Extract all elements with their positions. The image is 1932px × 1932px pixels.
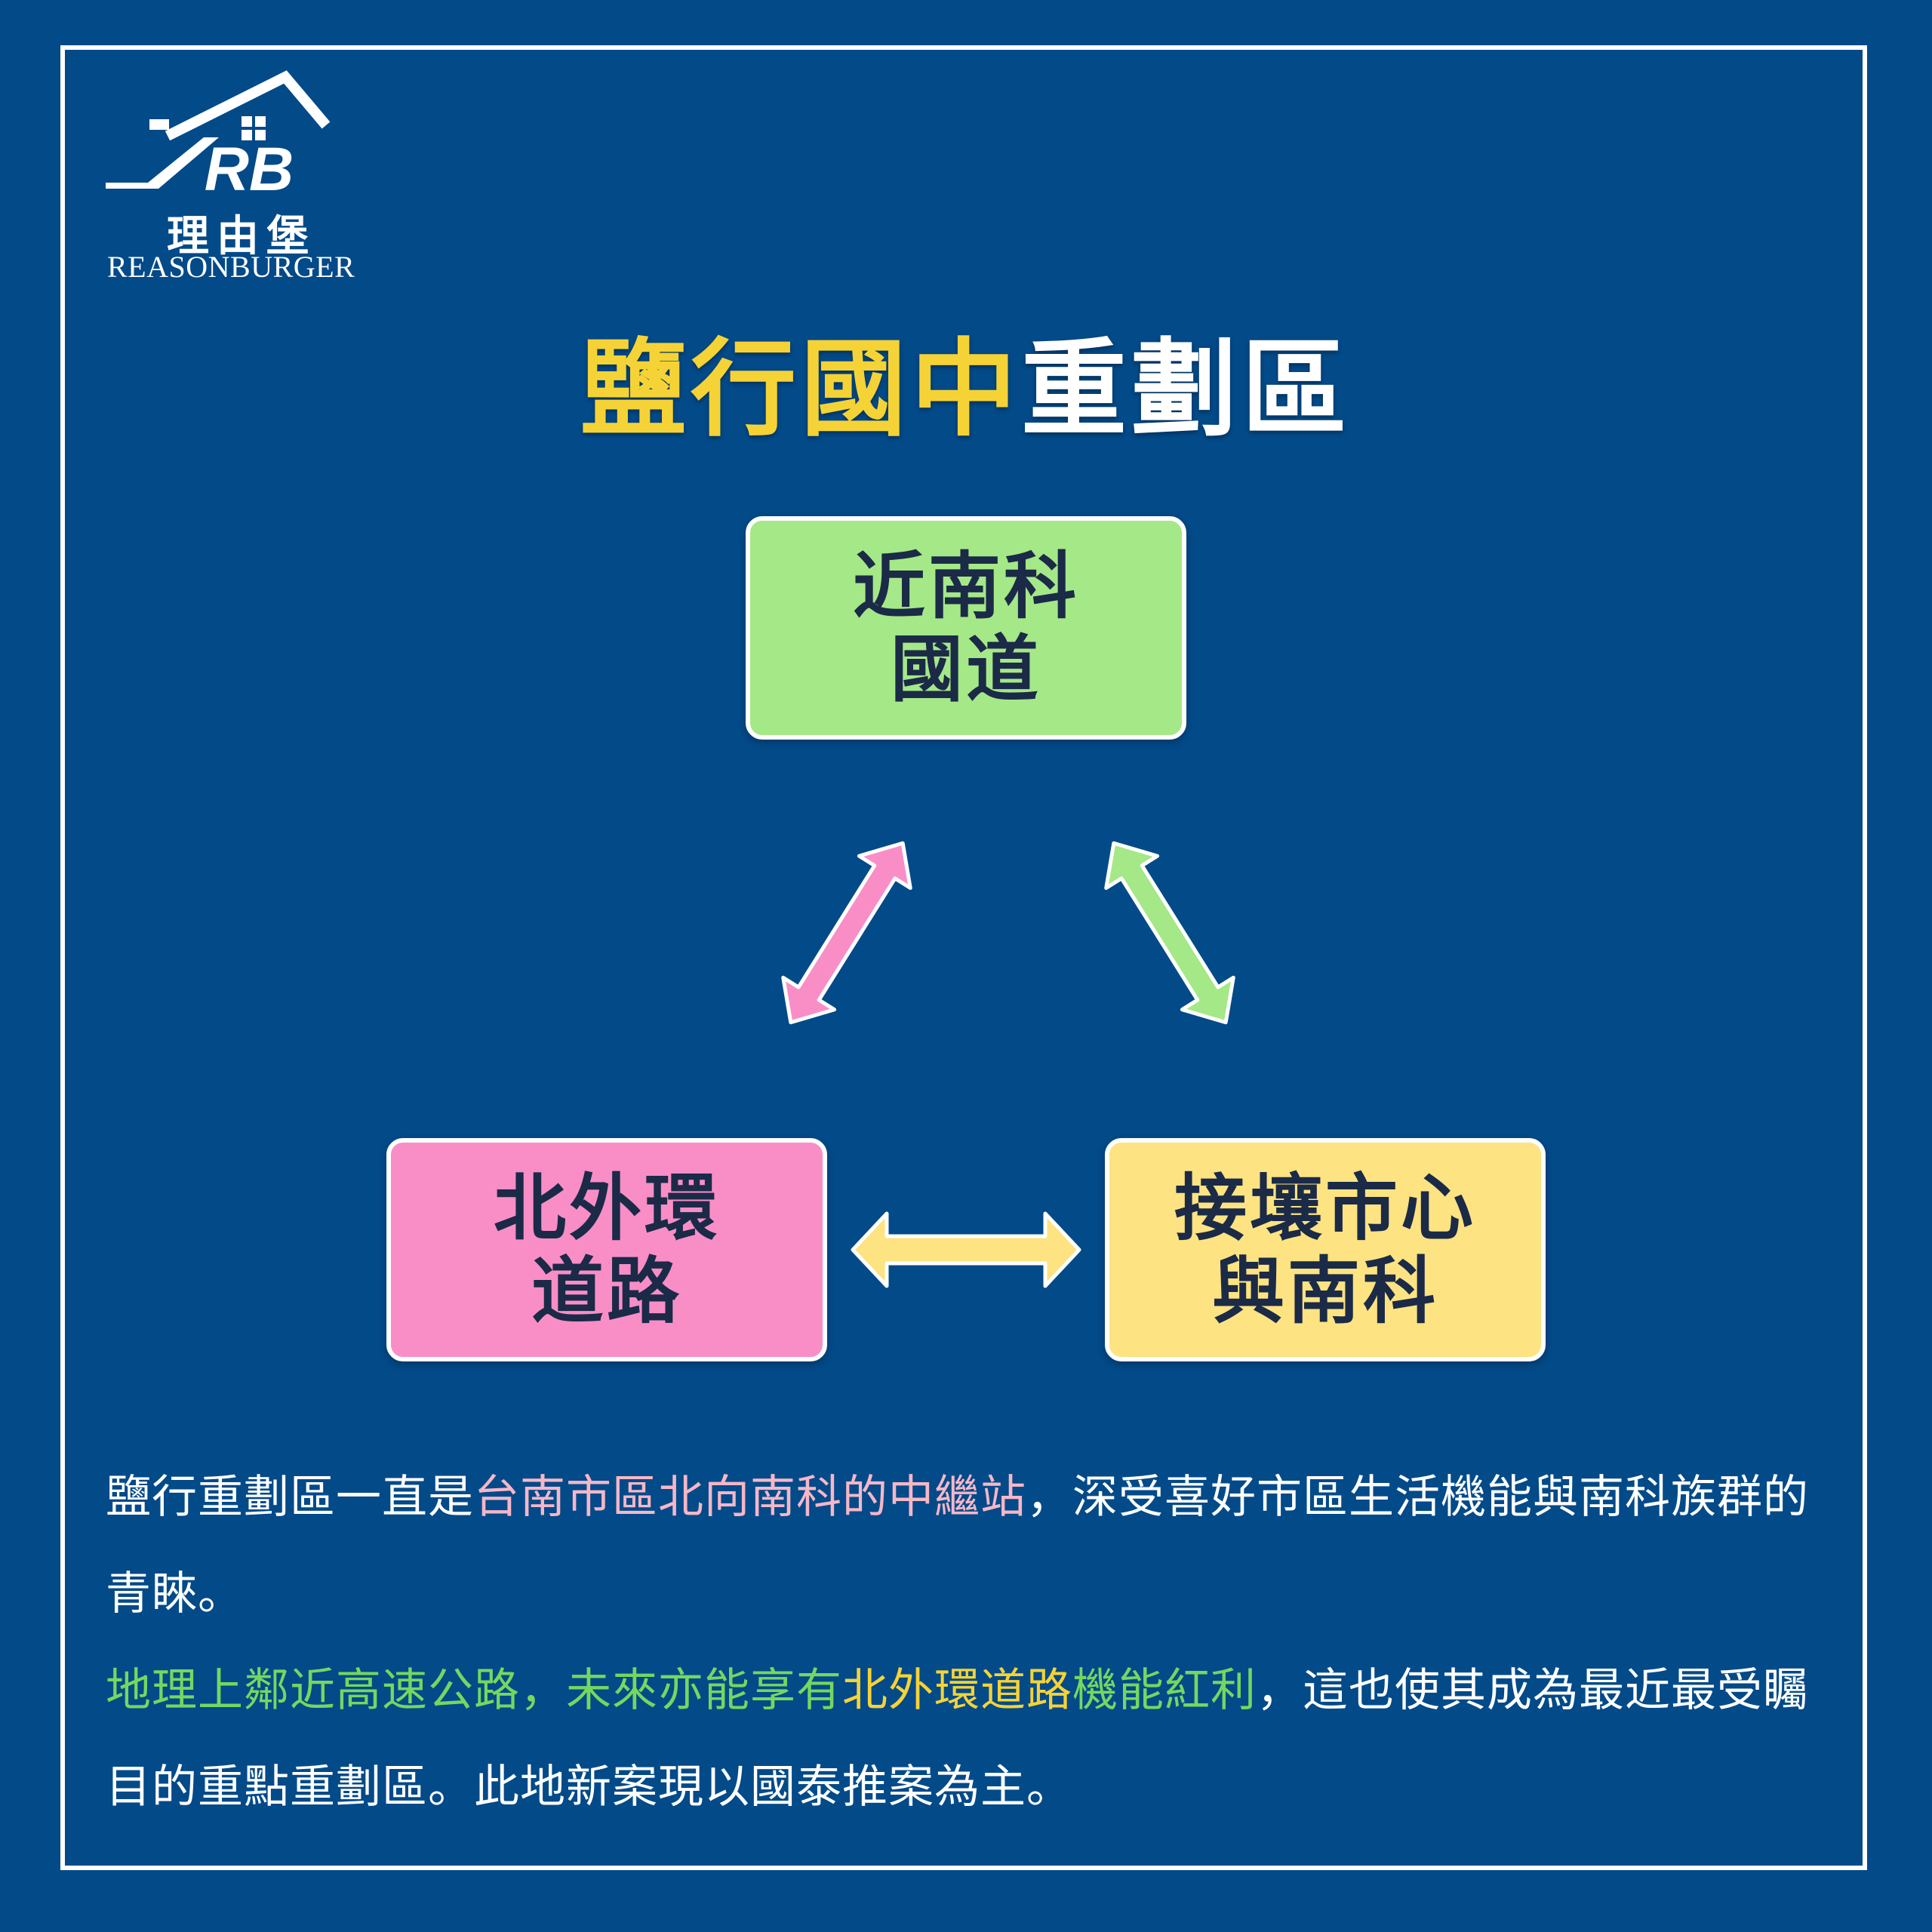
title-highlight: 鹽行國中 [580,328,1021,451]
double-arrow-green-icon [1104,841,1235,1025]
node-right-line2: 與南科 [1212,1249,1438,1334]
reasonburger-logo: RB 理由堡 REASONBURGER [98,68,385,287]
desc-p1-a: 鹽行重劃區一直是 [106,1471,474,1524]
node-left-line1: 北外環 [494,1165,720,1251]
house-logo-icon: RB [106,70,331,204]
white-frame [60,45,1867,1870]
desc-p2-highlight: 北外環道路 [842,1664,1072,1717]
desc-p2-a: 地理上鄰近高速公路，未來亦能享有 [106,1664,842,1717]
desc-p1-highlight: 台南市區北向南科的中繼站 [474,1471,1026,1524]
double-arrow-yellow-icon [851,1211,1081,1288]
logo-mark-text: RB [205,135,294,204]
node-top-line2: 國道 [891,627,1041,712]
node-north-ring-road: 北外環 道路 [386,1138,827,1361]
node-city-and-nanke: 接壤市心 與南科 [1105,1138,1546,1361]
logo-english-name: REASONBURGER [107,250,355,284]
node-top-line1: 近南科 [853,543,1079,629]
description-paragraph-1: 鹽行重劃區一直是台南市區北向南科的中繼站，深受喜好市區生活機能與南科族群的青睞。 [106,1449,1834,1642]
logo-chinese-name: 理由堡 [167,211,316,261]
description-paragraph-2: 地理上鄰近高速公路，未來亦能享有北外環道路機能紅利，這也使其成為最近最受矚目的重… [106,1642,1834,1835]
desc-p2-c: 機能紅利 [1072,1664,1257,1717]
node-right-line1: 接壤市心 [1174,1165,1476,1251]
double-arrow-pink-icon [781,841,912,1025]
title-rest: 重劃區 [1021,328,1352,451]
page-title: 鹽行國中重劃區 [0,332,1932,448]
node-left-line2: 道路 [531,1249,682,1334]
desc-p1-c: ，深受喜好市區生活機能與南科族群的青睞。 [106,1471,1809,1620]
desc-p2-d: ，這也使其成為最近最受矚目的重點重劃區。此地新案現以國泰推案為主。 [106,1664,1809,1814]
node-near-nanke-highway: 近南科 國道 [746,516,1186,740]
description-text: 鹽行重劃區一直是台南市區北向南科的中繼站，深受喜好市區生活機能與南科族群的青睞。… [106,1449,1834,1835]
